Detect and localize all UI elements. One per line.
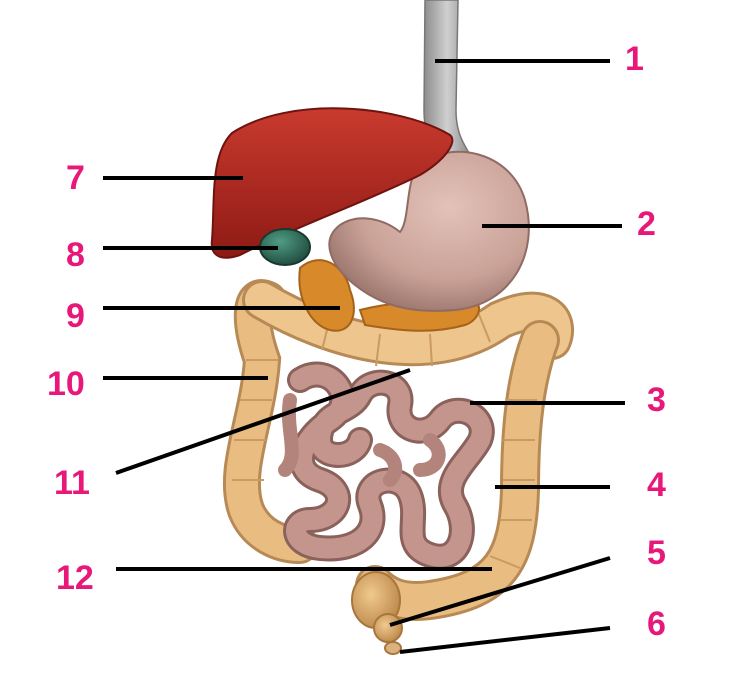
label-11: 11: [54, 464, 90, 502]
label-9: 9: [66, 297, 85, 335]
label-12: 12: [56, 559, 94, 597]
label-6: 6: [647, 605, 666, 643]
rectum: [352, 572, 402, 642]
anus: [385, 642, 401, 654]
label-1: 1: [625, 40, 644, 78]
label-2: 2: [637, 205, 656, 243]
label-5: 5: [647, 534, 666, 572]
label-7: 7: [66, 159, 85, 197]
label-3: 3: [647, 381, 666, 419]
label-10: 10: [47, 365, 85, 403]
label-8: 8: [66, 236, 85, 274]
label-4: 4: [647, 466, 666, 504]
leader-line-6: [400, 628, 610, 652]
